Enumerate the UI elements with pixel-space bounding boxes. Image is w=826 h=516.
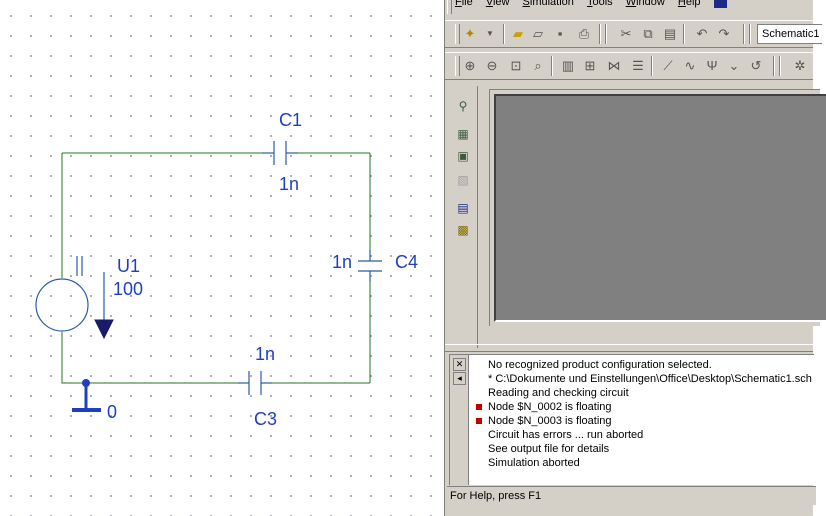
save-icon[interactable]: ▪ bbox=[557, 26, 563, 41]
marker-icon[interactable]: ✲ bbox=[794, 58, 806, 73]
standard-toolbar: ✦ ▼ ▰ ▱ ▪ ⎙ ✂ ⧉ ▤ ↶ ↷ bbox=[445, 20, 813, 48]
status-bar: For Help, press F1 bbox=[447, 486, 816, 505]
menu-bar: File View Simulation Tools Window Help bbox=[455, 0, 737, 12]
mdi-window-icon[interactable] bbox=[713, 0, 727, 8]
status-text: For Help, press F1 bbox=[450, 490, 542, 502]
menubar-grip[interactable] bbox=[447, 0, 452, 14]
u1-value-label: 100 bbox=[113, 279, 143, 299]
zoom-fit-icon[interactable]: ⌕ bbox=[534, 58, 542, 73]
cursor-icon[interactable]: Ψ bbox=[706, 58, 718, 73]
output-window-frame: ✕ ◂ bbox=[450, 355, 469, 485]
view-output-icon[interactable]: ▣ bbox=[457, 149, 469, 163]
zoom-out-icon[interactable]: ⊖ bbox=[486, 58, 498, 73]
toolbar-grip-2[interactable] bbox=[455, 56, 460, 76]
grid-icon[interactable]: ▥ bbox=[561, 58, 575, 73]
undo-icon[interactable]: ↶ bbox=[696, 26, 708, 41]
close-icon[interactable]: ✕ bbox=[453, 358, 466, 371]
menu-view[interactable]: View bbox=[485, 0, 510, 8]
dropdown-arrow-icon[interactable]: ▼ bbox=[486, 29, 494, 38]
u1-name-label: U1 bbox=[117, 256, 140, 276]
output-line-error: Node $N_0002 is floating bbox=[476, 400, 814, 414]
simulation-toolbar: ⚲ ▦ ▣ ▧ ▤ ▩ bbox=[447, 86, 478, 348]
menu-help[interactable]: Help bbox=[677, 0, 701, 8]
wire-bottom[interactable] bbox=[61, 332, 370, 384]
capacitor-c3[interactable] bbox=[238, 371, 272, 395]
output-line: Circuit has errors ... run aborted bbox=[488, 429, 644, 441]
scroll-left-icon[interactable]: ◂ bbox=[453, 372, 466, 385]
output-line: Simulation aborted bbox=[488, 457, 580, 469]
simulation-settings-icon[interactable]: ▦ bbox=[457, 127, 469, 141]
probe-window bbox=[489, 89, 826, 326]
c3-name-label: C3 bbox=[254, 409, 277, 429]
c1-name-label: C1 bbox=[279, 110, 302, 130]
zoom-area-icon[interactable]: ⊡ bbox=[510, 58, 522, 73]
c1-value-label: 1n bbox=[279, 174, 299, 194]
output-line-error: Node $N_0003 is floating bbox=[476, 414, 814, 428]
menu-tools[interactable]: Tools bbox=[586, 0, 613, 8]
copy-results-icon[interactable]: ▧ bbox=[457, 173, 469, 187]
c4-name-label: C4 bbox=[395, 252, 418, 272]
toolbar-grip[interactable] bbox=[455, 24, 460, 44]
c3-value-label: 1n bbox=[255, 344, 275, 364]
output-window: ✕ ◂ No recognized product configuration … bbox=[449, 354, 814, 485]
capacitor-c1[interactable] bbox=[262, 141, 298, 165]
redo-icon[interactable]: ↷ bbox=[718, 26, 730, 41]
output-line: Reading and checking circuit bbox=[488, 387, 629, 399]
add-trace-icon[interactable]: ∿ bbox=[684, 58, 696, 73]
schematic-drawing: C1 1n 1n C4 1n C3 U1 100 bbox=[35, 110, 418, 429]
probe-icon[interactable]: ⚲ bbox=[458, 99, 468, 113]
toggle-cursor-icon[interactable]: ↺ bbox=[750, 58, 762, 73]
copy-icon[interactable]: ⧉ bbox=[643, 26, 653, 41]
menu-window[interactable]: Window bbox=[625, 0, 665, 8]
probe-plot-area[interactable] bbox=[494, 94, 826, 322]
output-file-icon[interactable]: ▤ bbox=[457, 201, 469, 215]
zoom-in-icon[interactable]: ⊕ bbox=[464, 58, 476, 73]
fft-icon[interactable]: ⋈ bbox=[607, 58, 621, 73]
error-marker-icon bbox=[476, 404, 482, 410]
open-file-icon[interactable]: ▱ bbox=[533, 26, 543, 41]
ground-label: 0 bbox=[107, 402, 117, 422]
menu-file[interactable]: File bbox=[455, 0, 473, 8]
pspice-window: File View Simulation Tools Window Help ✦… bbox=[444, 0, 826, 516]
menu-simulation[interactable]: Simulation bbox=[522, 0, 574, 8]
output-line: * C:\Dokumente und Einstellungen\Office\… bbox=[488, 373, 812, 385]
output-log: No recognized product configuration sele… bbox=[476, 358, 814, 470]
schematic-canvas[interactable]: C1 1n 1n C4 1n C3 U1 100 bbox=[0, 0, 444, 516]
voltage-source-u1[interactable] bbox=[35, 256, 114, 340]
probe-toolbar: ⊕ ⊖ ⊡ ⌕ ▥ ⊞ ⋈ ☰ ⟋ ∿ Ψ ⌄ ↺ ✲ bbox=[445, 52, 813, 80]
c4-value-label: 1n bbox=[332, 252, 352, 272]
output-line: See output file for details bbox=[488, 443, 610, 455]
print-icon[interactable]: ⎙ bbox=[578, 26, 590, 41]
paste-icon[interactable]: ▤ bbox=[663, 26, 677, 41]
log-x-icon[interactable]: ⊞ bbox=[584, 58, 596, 73]
simulation-status-icon[interactable]: ▩ bbox=[457, 223, 469, 237]
mark-icon[interactable]: ⌄ bbox=[728, 58, 740, 73]
capacitor-c4[interactable] bbox=[358, 250, 382, 282]
output-line: No recognized product configuration sele… bbox=[488, 359, 712, 371]
cut-icon[interactable]: ✂ bbox=[620, 26, 632, 41]
open-folder-icon[interactable]: ▰ bbox=[513, 26, 523, 41]
ground-symbol[interactable] bbox=[72, 379, 101, 412]
performance-icon[interactable]: ☰ bbox=[632, 58, 644, 73]
log-y-icon[interactable]: ⟋ bbox=[663, 58, 673, 73]
new-file-icon[interactable]: ✦ bbox=[464, 26, 476, 41]
error-marker-icon bbox=[476, 418, 482, 424]
schematic-select[interactable]: Schematic1 bbox=[757, 24, 822, 44]
pane-splitter[interactable] bbox=[445, 344, 813, 352]
